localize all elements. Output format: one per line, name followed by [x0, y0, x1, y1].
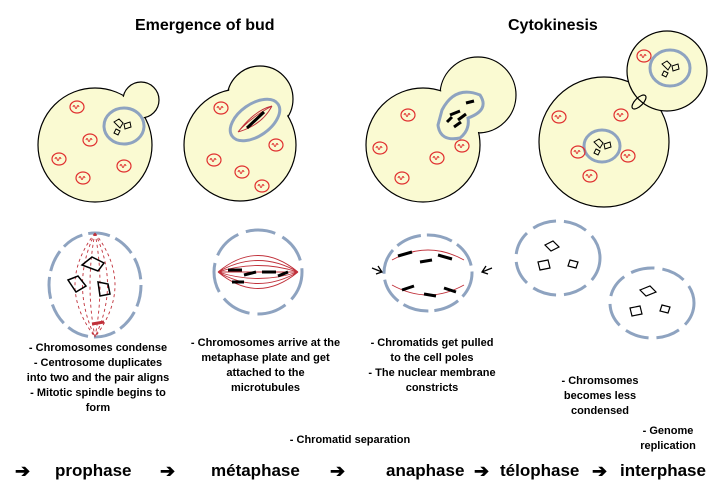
interphase-description: - Chromsomes becomes less condensed — [545, 374, 655, 419]
daughter-nucleus — [648, 48, 692, 88]
desc-line: attached to the — [226, 367, 305, 379]
anaphase-description: - Chromatids get pulled to the cell pole… — [352, 336, 512, 396]
desc-line: - Chromatids get pulled — [370, 337, 494, 349]
desc-line: metaphase plate and get — [201, 352, 330, 364]
anaphase-nucleus — [371, 233, 493, 313]
desc-line: - Centrosome duplicates — [33, 357, 163, 369]
phase-prophase: prophase — [55, 461, 132, 480]
desc-line: becomes less — [563, 390, 637, 402]
arrow-icon: ➔ — [474, 461, 489, 481]
arrow-icon: ➔ — [592, 461, 607, 481]
phase-metaphase: métaphase — [211, 461, 300, 480]
heading-cytokinesis: Cytokinesis — [508, 17, 598, 34]
desc-line: - Genome — [642, 425, 694, 437]
cell-metaphase — [183, 65, 297, 202]
genome-replication-label: - Genome replication — [628, 424, 708, 454]
desc-line: - Chromsomes — [561, 375, 639, 387]
desc-line: - Chromosomes arrive at the — [190, 337, 341, 349]
nucleus — [102, 106, 146, 146]
desc-line: constricts — [405, 382, 459, 394]
phase-anaphase: anaphase — [386, 461, 465, 480]
telophase-nuclei — [514, 219, 696, 340]
phase-arrows: ➔ ➔ ➔ ➔ ➔ — [15, 461, 607, 481]
prophase-description: - Chromosomes condense - Centrosome dupl… — [8, 341, 188, 416]
desc-line: microtubules — [230, 382, 301, 394]
arrow-icon: ➔ — [160, 461, 175, 481]
arrow-icon: ➔ — [15, 461, 30, 481]
desc-line: into two and the pair aligns — [26, 372, 170, 384]
chromatid-separation-label: - Chromatid separation — [289, 434, 411, 446]
metaphase-description: - Chromosomes arrive at the metaphase pl… — [178, 336, 353, 396]
metaphase-nucleus — [212, 228, 304, 316]
mother-nucleus — [582, 128, 622, 164]
arrow-icon: ➔ — [330, 461, 345, 481]
cell-anaphase — [365, 56, 517, 203]
prophase-nucleus — [47, 231, 143, 339]
cell-prophase — [37, 81, 160, 203]
heading-bud: Emergence of bud — [135, 17, 275, 34]
desc-line: - Chromosomes condense — [28, 342, 168, 354]
desc-line: replication — [640, 440, 696, 452]
desc-line: condensed — [570, 405, 630, 417]
phase-interphase: interphase — [620, 461, 706, 480]
desc-line: - The nuclear membrane — [368, 367, 496, 379]
desc-line: form — [85, 402, 111, 414]
desc-line: to the cell poles — [390, 352, 474, 364]
spindle-nucleus — [228, 97, 282, 143]
phase-telophase: télophase — [500, 461, 580, 480]
elongated-nucleus — [436, 90, 485, 141]
desc-line: - Mitotic spindle begins to — [30, 387, 166, 399]
cell-cytokinesis — [538, 30, 708, 208]
